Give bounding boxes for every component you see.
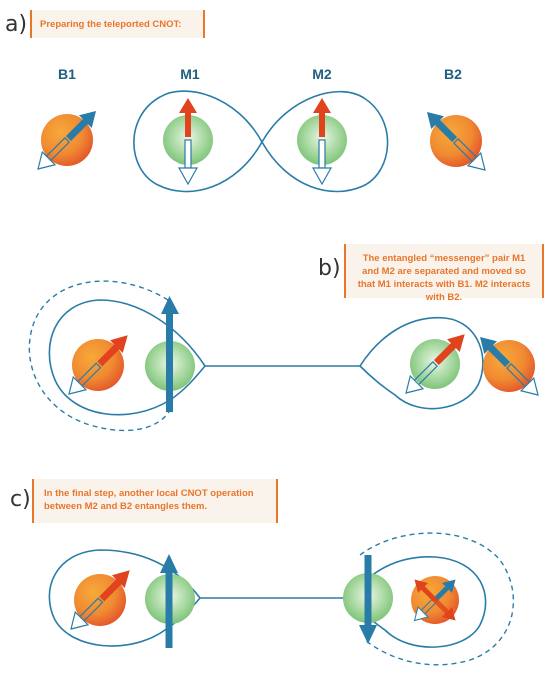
- label-b1: B1: [58, 66, 76, 82]
- panel-b-letter: b): [318, 256, 341, 281]
- entanglement-loop-m2: [358, 316, 484, 410]
- qubit-b1-spin-arrow: [37, 111, 96, 170]
- panel-a-caption: Preparing the teleported CNOT:: [30, 10, 205, 38]
- qubit-b1-spin-arrow-c: [70, 570, 130, 630]
- panel-c-caption: In the final step, another local CNOT op…: [32, 479, 278, 523]
- label-b2: B2: [444, 66, 462, 82]
- panel-a-letter: a): [5, 12, 28, 37]
- label-m2: M2: [312, 66, 332, 82]
- qubit-m1-spin-arrows: [177, 98, 199, 186]
- qubit-b1-spin-arrow-b: [68, 335, 128, 395]
- qubit-b2-spin-cross: [413, 579, 456, 622]
- qubit-m2-spin-arrows: [311, 98, 333, 186]
- panel-b-caption: The entangled “messenger” pair M1 and M2…: [344, 244, 544, 303]
- interaction-loop-m2-b2: [359, 532, 515, 666]
- panel-b: [28, 280, 539, 432]
- qubit-m1-spin-arrow-b: [161, 296, 179, 412]
- qubit-b2-spin-arrow: [427, 112, 486, 171]
- entanglement-loop-a: [133, 90, 389, 193]
- panel-c: [48, 532, 515, 666]
- qubit-m2-spin-arrow-c: [359, 555, 377, 644]
- qubit-m2-spin-arrow-b: [405, 334, 465, 394]
- panel-c-letter: c): [10, 487, 31, 512]
- qubit-m1-spin-arrow-c: [160, 554, 178, 648]
- panel-a: [37, 90, 486, 193]
- label-m1: M1: [180, 66, 200, 82]
- qubit-b2-spin-arrow-b: [480, 337, 539, 396]
- interaction-loop-b1-m1: [28, 280, 171, 432]
- entanglement-loop-c-right: [348, 556, 487, 648]
